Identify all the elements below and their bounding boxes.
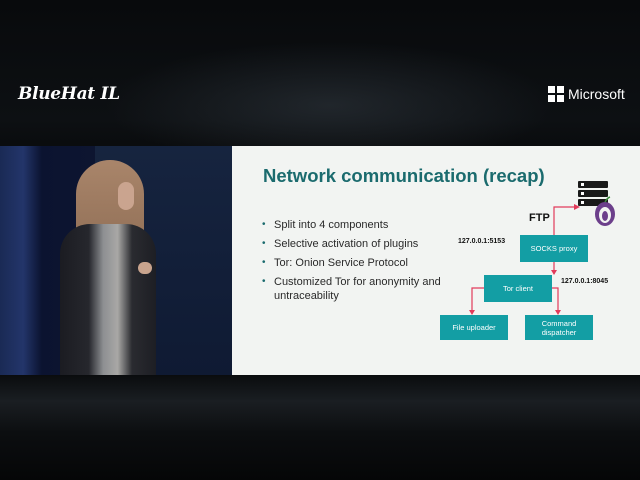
tor-client-box: Tor client	[484, 275, 552, 302]
socks-address-label: 127.0.0.1:5153	[458, 238, 506, 245]
stage-floor	[0, 375, 640, 480]
network-diagram	[469, 181, 615, 315]
microsoft-grid-icon	[548, 86, 564, 102]
microsoft-logo-text: Microsoft	[568, 86, 625, 102]
ftp-label: FTP	[529, 212, 550, 224]
bullet-text: Selective activation of plugins	[274, 238, 419, 250]
bullet-list: •Split into 4 components •Selective acti…	[262, 218, 442, 308]
presentation-slide: Network communication (recap) •Split int…	[232, 146, 640, 375]
microsoft-logo: Microsoft	[548, 85, 625, 103]
bullet-item: •Customized Tor for anonymity and untrac…	[262, 276, 441, 302]
tor-onion-icon	[595, 196, 615, 226]
bluehat-logo: BlueHat IL	[18, 84, 120, 104]
bullet-item: •Tor: Onion Service Protocol	[262, 257, 408, 269]
slide-title: Network communication (recap)	[263, 165, 545, 186]
arrow-socks-to-server	[553, 206, 576, 235]
bullet-text: Tor: Onion Service Protocol	[274, 257, 408, 269]
file-uploader-box: File uploader	[440, 315, 508, 340]
server-icon	[578, 181, 608, 206]
socks-proxy-box: SOCKS proxy	[520, 235, 588, 262]
bullet-item: •Selective activation of plugins	[262, 238, 419, 250]
bullet-item: •Split into 4 components	[262, 219, 389, 231]
arrow-tor-to-dispatcher	[552, 287, 559, 314]
arrow-tor-to-uploader	[471, 287, 484, 314]
command-dispatcher-box: Command dispatcher	[525, 315, 593, 340]
bullet-text: Split into 4 components	[274, 219, 389, 231]
tor-address-label: 127.0.0.1:8045	[561, 278, 609, 285]
presenter-video	[0, 146, 232, 375]
bullet-text: Customized Tor for anonymity and untrace…	[274, 276, 441, 302]
